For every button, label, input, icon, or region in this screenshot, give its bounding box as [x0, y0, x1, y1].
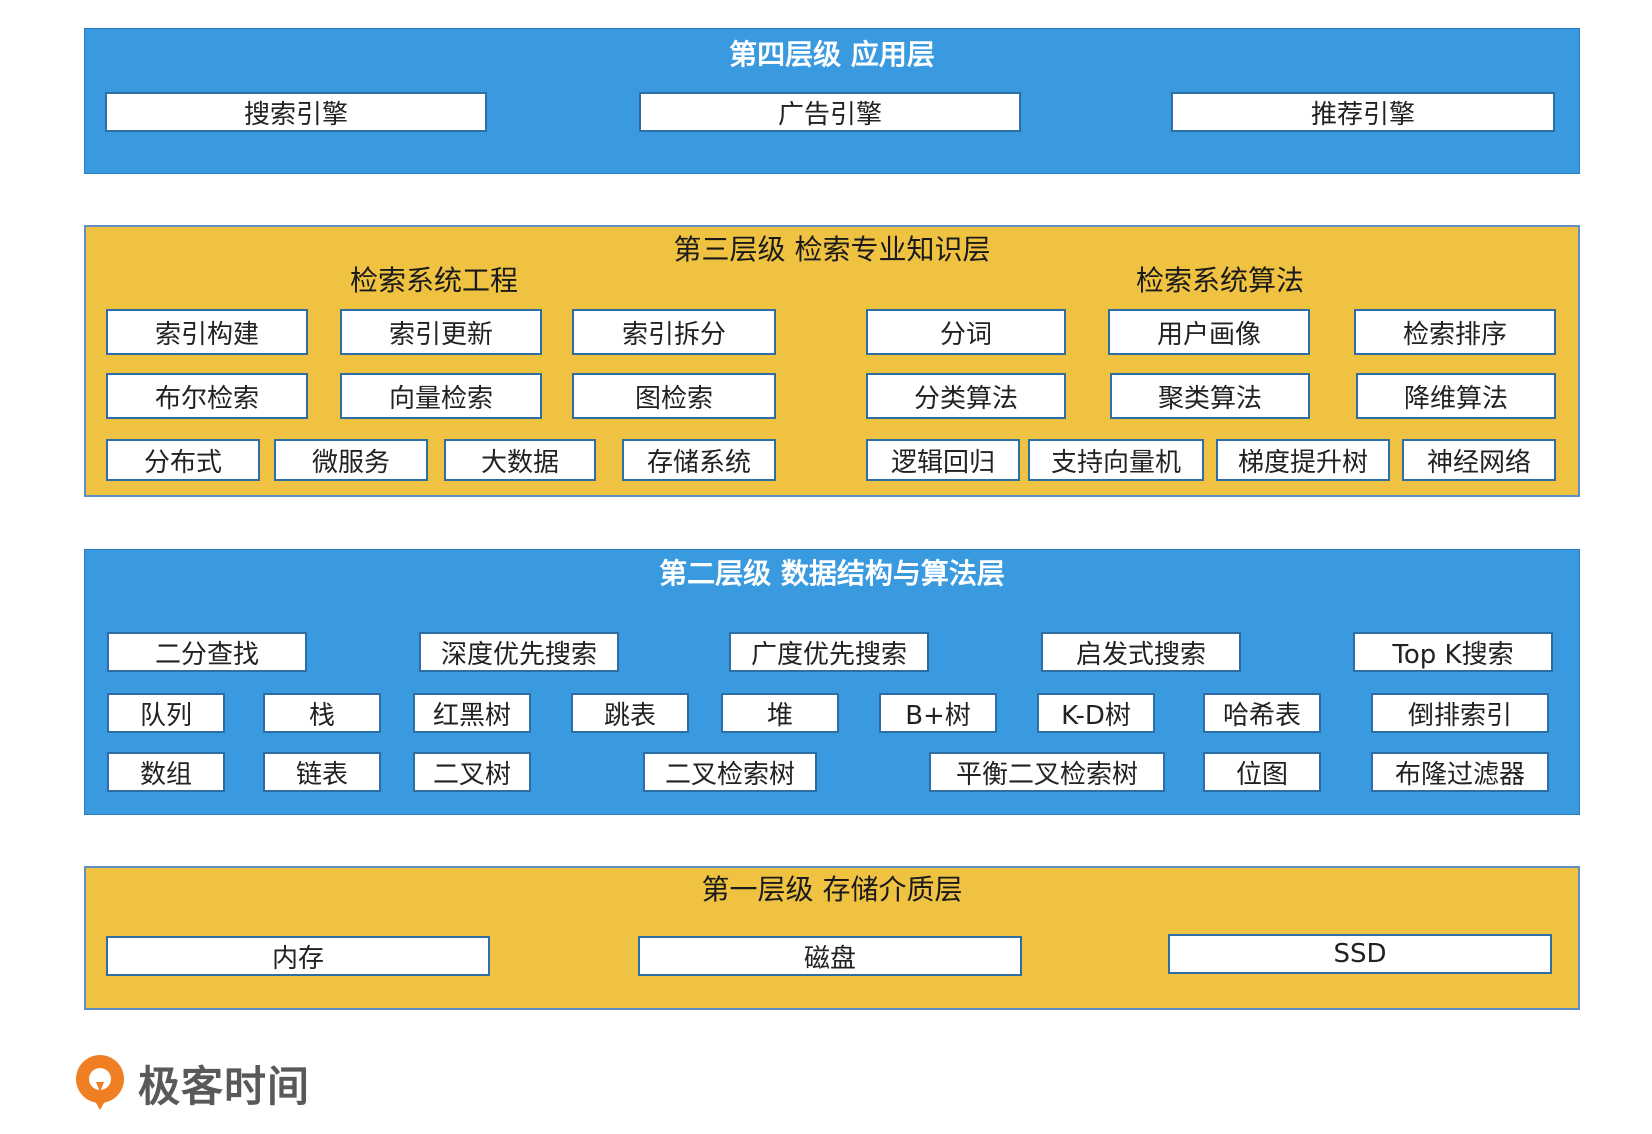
box-dfs: 深度优先搜索 — [419, 632, 619, 672]
box-dimensionality-reduction: 降维算法 — [1356, 373, 1556, 419]
box-skip-list: 跳表 — [571, 693, 689, 733]
box-queue: 队列 — [107, 693, 225, 733]
box-ssd: SSD — [1168, 934, 1552, 974]
engineering-title: 检索系统工程 — [349, 264, 518, 297]
geektime-logo-text: 极客时间 — [138, 1061, 311, 1111]
box-classification: 分类算法 — [866, 373, 1066, 419]
box-topk-search: Top K搜索 — [1353, 632, 1553, 672]
layer-4-title: 第四层级 应用层 — [729, 38, 935, 71]
box-linked-list: 链表 — [263, 752, 381, 792]
geektime-logo: 极客时间 — [72, 1048, 310, 1118]
box-user-profile: 用户画像 — [1108, 309, 1310, 355]
box-inverted-index: 倒排索引 — [1371, 693, 1549, 733]
box-graph-retrieval: 图检索 — [572, 373, 776, 419]
box-disk: 磁盘 — [638, 936, 1022, 976]
layer-1-title: 第一层级 存储介质层 — [701, 873, 963, 906]
box-distributed: 分布式 — [106, 439, 260, 481]
box-boolean-retrieval: 布尔检索 — [106, 373, 308, 419]
box-recommend-engine: 推荐引擎 — [1171, 92, 1555, 132]
layer-2-title: 第二层级 数据结构与算法层 — [659, 557, 1005, 590]
box-storage-system: 存储系统 — [622, 439, 776, 481]
box-binary-search: 二分查找 — [107, 632, 307, 672]
box-logistic-regression: 逻辑回归 — [866, 439, 1020, 481]
box-array: 数组 — [107, 752, 225, 792]
box-bloom-filter: 布隆过滤器 — [1371, 752, 1549, 792]
box-index-build: 索引构建 — [106, 309, 308, 355]
layer-2-data-structures: 第二层级 数据结构与算法层 二分查找 深度优先搜索 广度优先搜索 启发式搜索 T… — [84, 549, 1580, 815]
box-red-black-tree: 红黑树 — [413, 693, 531, 733]
box-microservices: 微服务 — [274, 439, 428, 481]
layer-4-application: 第四层级 应用层 搜索引擎 广告引擎 推荐引擎 — [84, 28, 1580, 174]
box-bplus-tree: B+树 — [879, 693, 997, 733]
box-index-update: 索引更新 — [340, 309, 542, 355]
box-svm: 支持向量机 — [1028, 439, 1204, 481]
box-word-segmentation: 分词 — [866, 309, 1066, 355]
box-heap: 堆 — [721, 693, 839, 733]
box-binary-search-tree: 二叉检索树 — [643, 752, 817, 792]
box-clustering: 聚类算法 — [1110, 373, 1310, 419]
box-kd-tree: K-D树 — [1037, 693, 1155, 733]
box-search-engine: 搜索引擎 — [105, 92, 487, 132]
box-ad-engine: 广告引擎 — [639, 92, 1021, 132]
box-index-split: 索引拆分 — [572, 309, 776, 355]
box-big-data: 大数据 — [444, 439, 596, 481]
geektime-logo-icon — [76, 1055, 124, 1110]
box-vector-retrieval: 向量检索 — [340, 373, 542, 419]
box-stack: 栈 — [263, 693, 381, 733]
layer-3-retrieval-knowledge: 第三层级 检索专业知识层 检索系统工程 检索系统算法 索引构建 索引更新 索引拆… — [84, 225, 1580, 497]
algorithms-title: 检索系统算法 — [1135, 264, 1304, 297]
box-bfs: 广度优先搜索 — [729, 632, 929, 672]
box-heuristic-search: 启发式搜索 — [1041, 632, 1241, 672]
box-hash-table: 哈希表 — [1203, 693, 1321, 733]
box-neural-network: 神经网络 — [1402, 439, 1556, 481]
box-gradient-boosting-tree: 梯度提升树 — [1216, 439, 1390, 481]
box-binary-tree: 二叉树 — [413, 752, 531, 792]
box-retrieval-ranking: 检索排序 — [1354, 309, 1556, 355]
box-balanced-bst: 平衡二叉检索树 — [929, 752, 1165, 792]
layer-3-title: 第三层级 检索专业知识层 — [673, 233, 991, 266]
box-memory: 内存 — [106, 936, 490, 976]
layer-1-storage-media: 第一层级 存储介质层 内存 磁盘 SSD — [84, 866, 1580, 1010]
box-bitmap: 位图 — [1203, 752, 1321, 792]
